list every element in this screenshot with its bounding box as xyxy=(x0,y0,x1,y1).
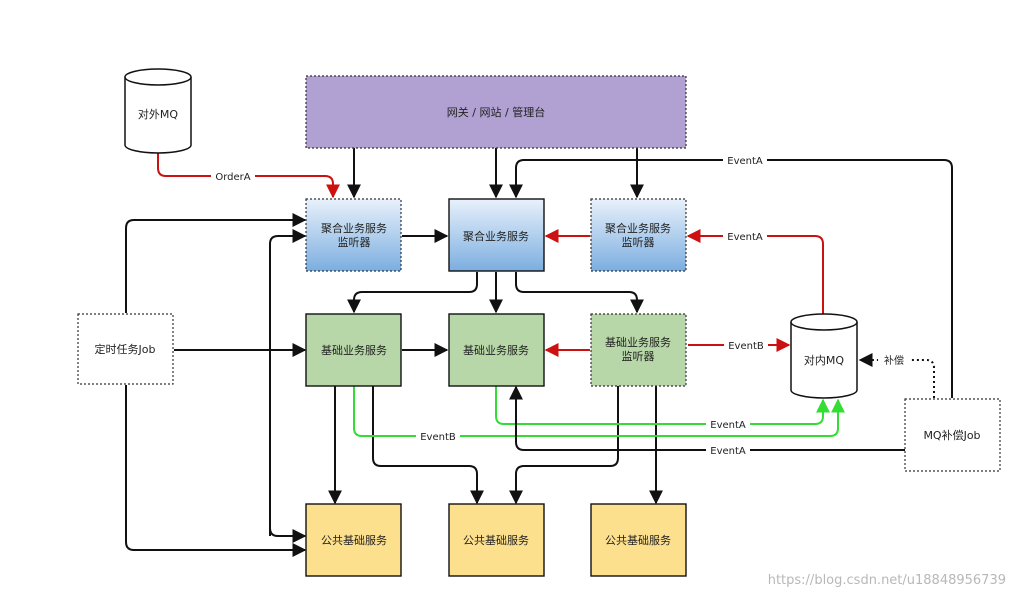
label-event-b-right: EventB xyxy=(728,341,764,352)
node-common-1: 公共基础服务 xyxy=(305,503,402,577)
node-basic-listener: 基础业务服务 监听器 xyxy=(590,313,687,387)
node-gateway-label: 网关 / 网站 / 管理台 xyxy=(447,105,545,119)
node-basic-service-mid-label: 基础业务服务 xyxy=(463,344,529,357)
label-event-a-right: EventA xyxy=(727,232,763,243)
label-order-a: OrderA xyxy=(215,172,250,183)
node-common-2: 公共基础服务 xyxy=(448,503,545,577)
node-external-mq-label: 对外MQ xyxy=(138,107,178,121)
label-event-a-top: EventA xyxy=(727,156,763,167)
watermark: https://blog.csdn.net/u18848956739 xyxy=(768,573,1006,588)
node-agg-service: 聚合业务服务 xyxy=(448,198,545,272)
node-agg-listener-left: 聚合业务服务 监听器 xyxy=(305,198,402,272)
node-agg-listener-right: 聚合业务服务 监听器 xyxy=(590,198,687,272)
edge-agg-service-to-basic-left xyxy=(347,272,478,314)
node-agg-service-label: 聚合业务服务 xyxy=(463,229,529,243)
label-event-b-green: EventB xyxy=(420,432,456,443)
edge-basic-listener-to-common-2 xyxy=(509,386,619,505)
edge-basic-left-to-common-2 xyxy=(372,386,484,505)
edge-job-to-common-1 xyxy=(125,385,307,557)
label-event-a-bottom: EventA xyxy=(710,446,746,457)
label-compensation: 补偿 xyxy=(884,354,904,367)
node-agg-listener-left-line2: 监听器 xyxy=(338,236,371,249)
node-scheduled-job-label: 定时任务Job xyxy=(95,342,156,356)
edge-event-a-green xyxy=(495,386,830,425)
edge-rail-common-1 xyxy=(269,527,307,543)
node-common-1-label: 公共基础服务 xyxy=(321,534,387,547)
node-basic-service-left: 基础业务服务 xyxy=(305,313,402,387)
node-external-mq: 对外MQ xyxy=(124,68,192,154)
node-gateway: 网关 / 网站 / 管理台 xyxy=(305,75,687,149)
node-basic-listener-line2: 监听器 xyxy=(622,350,655,363)
node-mq-comp-job-label: MQ补偿Job xyxy=(923,428,980,442)
edge-job-to-agg-listener xyxy=(125,213,307,313)
node-basic-service-mid: 基础业务服务 xyxy=(448,313,545,387)
edge-event-a-bottom xyxy=(509,385,905,451)
node-basic-listener-line1: 基础业务服务 xyxy=(605,336,671,349)
edge-compensation xyxy=(858,353,935,398)
label-event-a-green: EventA xyxy=(710,420,746,431)
node-common-3: 公共基础服务 xyxy=(590,503,687,577)
node-internal-mq: 对内MQ xyxy=(790,313,858,399)
node-agg-listener-left-line1: 聚合业务服务 xyxy=(321,221,387,235)
nodes: 网关 / 网站 / 管理台 对外MQ 聚合业务服务 监听器 聚合业务服务 聚合业… xyxy=(77,68,1001,577)
node-internal-mq-label: 对内MQ xyxy=(804,353,844,367)
node-basic-service-left-label: 基础业务服务 xyxy=(321,344,387,357)
node-common-2-label: 公共基础服务 xyxy=(463,534,529,547)
edge-event-a-right xyxy=(686,229,824,316)
node-scheduled-job: 定时任务Job xyxy=(77,313,174,385)
edge-agg-service-to-basic-listener xyxy=(515,272,644,314)
node-common-3-label: 公共基础服务 xyxy=(605,534,671,547)
edge-labels: OrderA EventA EventA EventB 补偿 EventA Ev… xyxy=(211,153,910,457)
node-agg-listener-right-line1: 聚合业务服务 xyxy=(605,221,671,235)
node-mq-comp-job: MQ补偿Job xyxy=(904,398,1001,472)
edge-rail-agg-listener xyxy=(269,229,307,536)
node-agg-listener-right-line2: 监听器 xyxy=(622,236,655,249)
edge-event-b-green xyxy=(353,386,845,437)
